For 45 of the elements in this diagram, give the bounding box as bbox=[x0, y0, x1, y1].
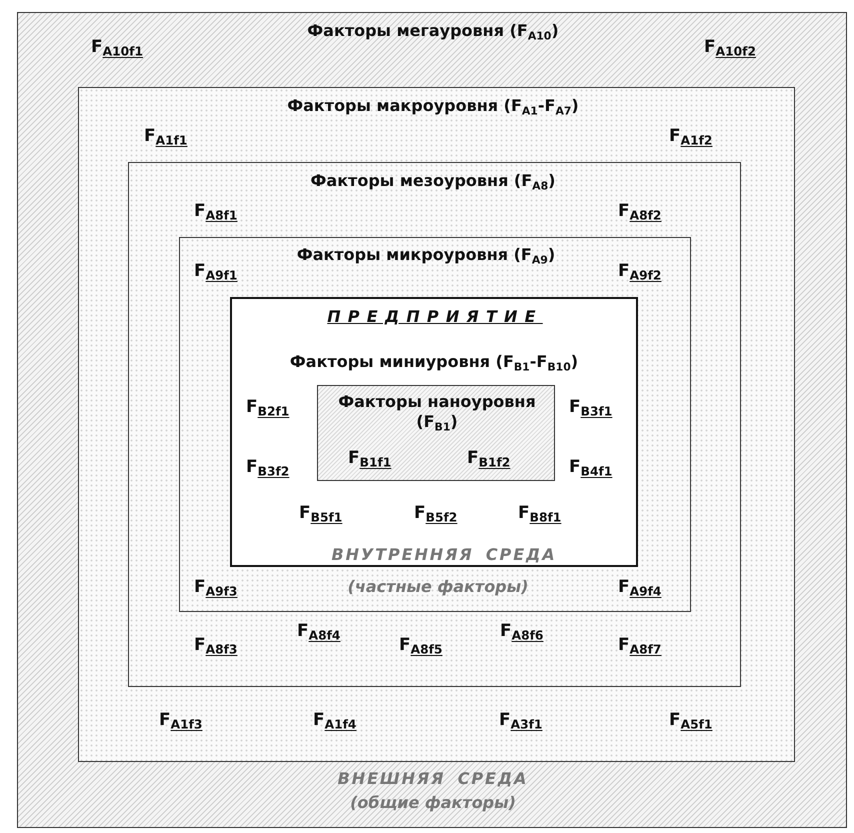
factor-label: F$_{A9f1}$ bbox=[194, 261, 238, 282]
factor-label: F$_{B1f2}$ bbox=[467, 448, 510, 470]
factor-label: F$_{A3f1}$ bbox=[499, 710, 542, 732]
level-box bbox=[179, 237, 691, 612]
enterprise-title: ПРЕДПРИЯТИЕ bbox=[327, 307, 543, 327]
level-box bbox=[78, 87, 795, 762]
level-box bbox=[128, 162, 741, 687]
factor-label: F$_{A8f6}$ bbox=[500, 621, 544, 642]
environment-label: ВНЕШНЯЯ СРЕДА bbox=[338, 769, 528, 789]
environment-note: (частные факторы) bbox=[348, 577, 528, 597]
factor-label: F$_{A1f1}$ bbox=[144, 126, 188, 148]
level-box bbox=[230, 297, 638, 567]
factor-label: F$_{A1f4}$ bbox=[313, 710, 356, 732]
factor-label: F$_{A8f4}$ bbox=[297, 621, 340, 642]
factor-label: F$_{A8f3}$ bbox=[194, 635, 238, 656]
level-heading: Факторы мезоуровня (F$_{A8}$) bbox=[310, 171, 556, 191]
factor-label: F$_{B5f1}$ bbox=[299, 503, 342, 524]
factor-label: F$_{A1f2}$ bbox=[669, 126, 712, 148]
level-heading: Факторы наноуровня (F$_{B1}$) bbox=[337, 392, 537, 432]
level-box bbox=[17, 12, 847, 828]
factor-label: F$_{B8f1}$ bbox=[518, 503, 562, 524]
factor-label: F$_{A9f3}$ bbox=[194, 577, 238, 598]
factor-label: F$_{A10f1}$ bbox=[91, 37, 143, 58]
factor-label: F$_{B1f1}$ bbox=[348, 448, 392, 470]
factor-label: F$_{A5f1}$ bbox=[669, 710, 712, 732]
factor-label: F$_{B5f2}$ bbox=[414, 503, 458, 524]
factor-label: F$_{A1f3}$ bbox=[159, 710, 202, 732]
environment-note: (общие факторы) bbox=[350, 793, 516, 813]
level-heading: Факторы мегауровня (F$_{A10}$) bbox=[307, 21, 559, 41]
environment-label: ВНУТРЕННЯЯ СРЕДА bbox=[331, 545, 557, 565]
factor-label: F$_{B4f1}$ bbox=[569, 457, 612, 478]
level-box bbox=[317, 385, 555, 481]
factor-label: F$_{B3f1}$ bbox=[569, 397, 612, 418]
factor-label: F$_{A9f2}$ bbox=[618, 261, 662, 282]
factor-label: F$_{A9f4}$ bbox=[618, 577, 662, 598]
factor-label: F$_{B2f1}$ bbox=[246, 397, 290, 418]
factor-label: F$_{A8f2}$ bbox=[618, 201, 662, 222]
level-heading: Факторы миниуровня (F$_{B1}$-F$_{B10}$) bbox=[290, 352, 578, 372]
factor-label: F$_{A8f7}$ bbox=[618, 635, 662, 656]
factor-label: F$_{A8f5}$ bbox=[399, 635, 442, 656]
factor-label: F$_{A8f1}$ bbox=[194, 201, 238, 222]
factor-label: F$_{A10f2}$ bbox=[704, 37, 756, 58]
level-heading: Факторы макроуровня (F$_{A1}$-F$_{A7}$) bbox=[287, 96, 579, 116]
level-heading: Факторы микроуровня (F$_{A9}$) bbox=[296, 245, 556, 265]
factor-label: F$_{B3f2}$ bbox=[246, 457, 290, 478]
